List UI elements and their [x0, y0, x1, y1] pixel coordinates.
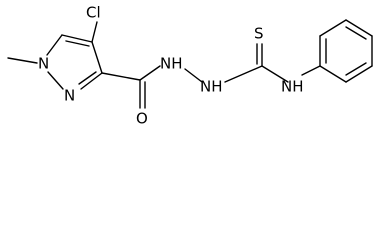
atom-s: S — [254, 25, 264, 43]
atom-o: O — [136, 110, 148, 128]
atom-nh2: NH — [200, 78, 223, 96]
bond-ph-6-1 — [319, 65, 347, 83]
bond-c4-cl — [91, 21, 98, 43]
atom-nh3: NH — [281, 78, 304, 96]
bonds — [7, 19, 373, 109]
bond-c4-c3 — [91, 41, 103, 74]
atom-labels: Cl N N O NH NH S NH — [38, 4, 304, 128]
atom-nh1: NH — [160, 55, 183, 73]
atom-n2: N — [64, 87, 75, 105]
bond-methyl-n1 — [7, 57, 38, 64]
bond-ph-5-6-double — [345, 62, 367, 76]
bond-nh3-phenyl — [301, 65, 321, 76]
bond-ph-2-3 — [319, 19, 347, 37]
bond-ph-5-6 — [345, 65, 373, 83]
bond-nh2-thiocarbonyl — [224, 65, 263, 83]
bond-c3-n2 — [80, 72, 103, 90]
chemical-structure-diagram: Cl N N O NH NH S NH — [7, 4, 373, 128]
bond-c5-c4 — [61, 34, 93, 43]
bond-ph-3-4 — [345, 19, 373, 37]
bond-ph-3-4-double — [345, 26, 367, 40]
bond-carbonyl-nh1 — [139, 65, 161, 81]
bond-c3-carbonyl — [101, 72, 141, 81]
atom-cl: Cl — [86, 4, 101, 22]
bond-c5-c4-double — [65, 40, 90, 47]
bond-c3-n2-double — [78, 71, 97, 85]
bond-n1-c5 — [46, 34, 63, 56]
bond-n2-n1 — [47, 71, 64, 90]
bond-nh1-nh2 — [184, 68, 203, 83]
atom-n1: N — [38, 55, 49, 73]
bond-thiocarbonyl-nh3 — [261, 65, 289, 83]
